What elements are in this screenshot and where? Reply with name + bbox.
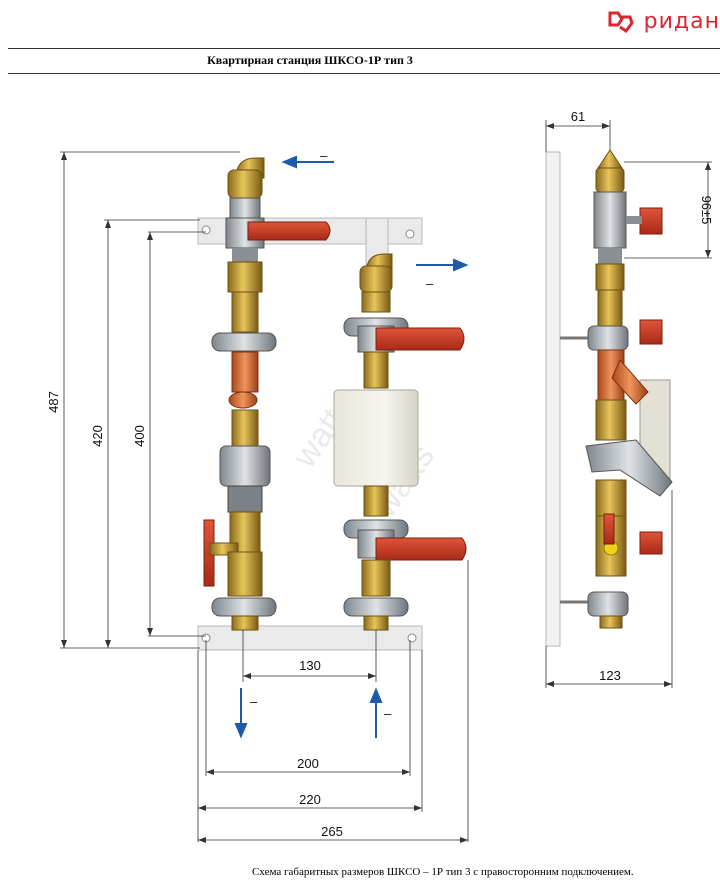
dim-label-200: 200 — [297, 756, 319, 771]
valve-handle-top-left — [247, 221, 331, 241]
brand-logo: ридан — [608, 4, 720, 38]
right-riser — [333, 253, 467, 631]
dim-label-420: 420 — [90, 425, 105, 447]
flow-arrows — [234, 155, 469, 739]
dimension-arrowheads — [61, 123, 711, 843]
valve-handle-top-right — [375, 327, 465, 351]
dim-label-123: 123 — [599, 668, 621, 683]
dim-label-400: 400 — [132, 425, 147, 447]
flow-arrow-in-left-icon — [281, 155, 297, 169]
dim-label-130: 130 — [299, 658, 321, 673]
brand-name: ридан — [643, 8, 720, 34]
flow-sign-labels: – – – – — [250, 148, 434, 721]
side-valve-handle-2 — [639, 319, 663, 345]
valve-handle-bottom-right — [375, 537, 467, 561]
side-valve-handle-1 — [639, 207, 663, 235]
dim-label-220: 220 — [299, 792, 321, 807]
flow-sign-bottom-left: – — [250, 694, 258, 709]
flow-arrow-down-icon — [234, 723, 248, 739]
dim-label-487: 487 — [46, 391, 61, 413]
page-title: Квартирная станция ШКСО-1Р тип 3 — [207, 53, 413, 67]
header-rule-top — [8, 48, 720, 49]
side-valve-handle-3 — [639, 531, 663, 555]
ridan-logo-icon — [608, 11, 634, 33]
side-view — [545, 149, 673, 647]
heat-meter-body — [333, 389, 419, 487]
flow-sign-top-right: – — [426, 276, 434, 291]
left-riser — [203, 157, 331, 631]
flow-arrow-out-right-icon — [453, 258, 469, 272]
flow-sign-bottom-right: – — [384, 706, 392, 721]
header-rule-bottom — [8, 73, 720, 74]
dim-label-61: 61 — [571, 109, 585, 124]
dim-label-265: 265 — [321, 824, 343, 839]
dimension-lines — [60, 120, 712, 842]
dim-label-96: 96±5 — [699, 196, 714, 225]
figure-caption: Схема габаритных размеров ШКСО – 1Р тип … — [252, 866, 634, 878]
flow-arrow-up-icon — [369, 687, 383, 703]
flow-sign-top-left: – — [320, 148, 328, 163]
dimension-labels: 487 420 400 130 200 220 265 61 96±5 123 — [46, 109, 714, 839]
